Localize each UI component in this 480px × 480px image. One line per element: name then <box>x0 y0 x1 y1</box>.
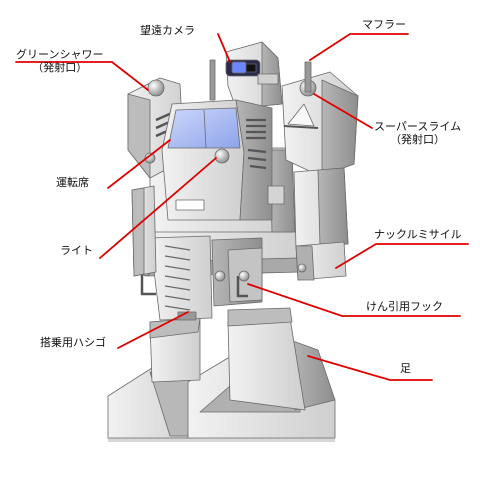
label-text: 運転席 <box>56 176 89 189</box>
leader-towing-hook <box>247 283 461 317</box>
label-muffler: マフラー <box>362 18 406 31</box>
leader-boarding-ladder <box>117 311 189 349</box>
label-text: グリーンシャワー <box>16 48 104 61</box>
label-boarding-ladder: 搭乗用ハシゴ <box>40 336 106 349</box>
label-text: ライト <box>60 244 93 257</box>
leader-telescope-camera <box>217 33 231 63</box>
label-telescope-camera: 望遠カメラ <box>140 24 195 37</box>
leader-foot <box>307 355 433 381</box>
cockpit-canopy <box>167 107 241 149</box>
leader-green-shower <box>15 61 149 91</box>
label-text: 望遠カメラ <box>140 24 195 37</box>
label-towing-hook: けん引用フック <box>366 300 443 313</box>
label-knuckle-missile: ナックルミサイル <box>374 228 462 241</box>
right-leg <box>227 317 306 411</box>
hook-left <box>140 272 156 296</box>
leader-cockpit <box>107 139 171 189</box>
label-green-shower: グリーンシャワー （発射口） <box>16 48 103 74</box>
muffler-left <box>209 59 216 101</box>
leader-light <box>99 157 217 259</box>
label-subtext: （発射口） <box>390 133 446 146</box>
label-text: 足 <box>400 362 411 375</box>
label-foot: 足 <box>400 362 411 375</box>
cockpit-slot <box>175 199 205 211</box>
shoulder-emblem <box>287 103 315 127</box>
leader-super-slime <box>313 93 373 129</box>
label-subtext: （発射口） <box>32 61 88 74</box>
leader-knuckle-missile <box>335 243 469 269</box>
muffler-right <box>304 61 312 93</box>
green-shower-nozzle <box>147 79 165 97</box>
label-text: スーパースライム <box>374 120 462 133</box>
leader-muffler <box>309 33 409 61</box>
label-cockpit: 運転席 <box>56 176 89 189</box>
ground-shadow <box>108 438 335 442</box>
head-light <box>214 148 230 164</box>
label-text: けん引用フック <box>366 300 443 313</box>
label-light: ライト <box>60 244 93 257</box>
label-text: 搭乗用ハシゴ <box>40 336 106 349</box>
hook-right <box>236 276 248 298</box>
label-text: マフラー <box>362 18 406 31</box>
label-super-slime: スーパースライム （発射口） <box>374 120 461 146</box>
label-text: ナックルミサイル <box>374 228 462 241</box>
